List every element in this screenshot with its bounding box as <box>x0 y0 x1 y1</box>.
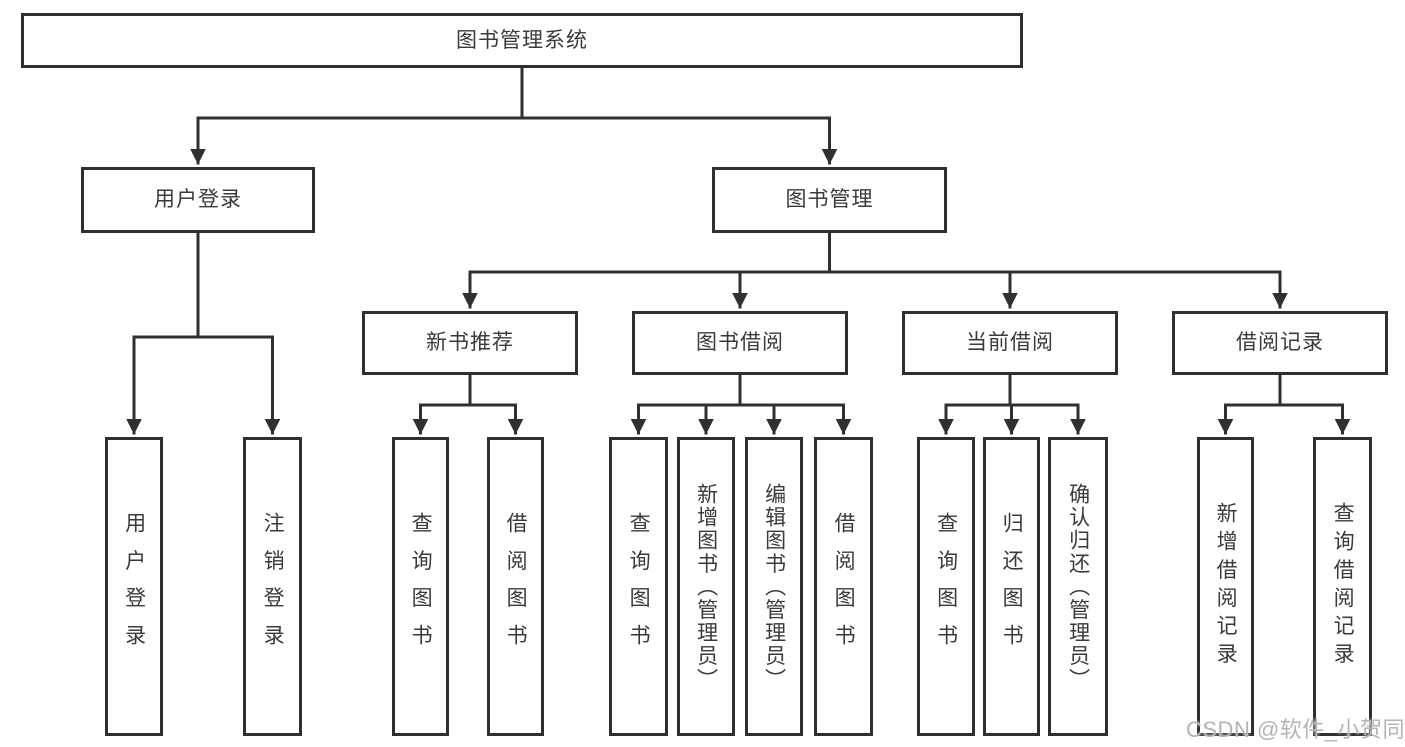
node-bor-query: 查询图书 <box>609 437 668 736</box>
node-label: 新增借阅记录 <box>1214 502 1238 671</box>
node-label: 查询图书 <box>627 511 651 662</box>
node-label: 借阅记录 <box>1236 331 1324 355</box>
node-login: 用户登录 <box>81 167 315 233</box>
node-login-do: 用户登录 <box>105 437 163 736</box>
node-bor-borrow: 借阅图书 <box>814 437 873 736</box>
node-label: 用户登录 <box>122 511 146 662</box>
node-cur-confirm: 确认归还（管理员） <box>1048 437 1108 736</box>
node-label: 编辑图书（管理员） <box>762 482 786 691</box>
node-rec-query-record: 查询借阅记录 <box>1313 437 1372 736</box>
node-records: 借阅记录 <box>1172 311 1388 375</box>
node-rec-query: 查询图书 <box>392 437 449 736</box>
node-rec-add-record: 新增借阅记录 <box>1197 437 1254 736</box>
node-label: 确认归还（管理员） <box>1066 482 1090 691</box>
node-label: 注销登录 <box>261 511 285 662</box>
watermark: CSDN @软件_小贺同学 <box>1186 717 1405 742</box>
node-borrow: 图书借阅 <box>632 311 848 375</box>
node-root: 图书管理系统 <box>21 13 1023 68</box>
node-label: 归还图书 <box>1000 511 1024 662</box>
node-bor-edit: 编辑图书（管理员） <box>745 437 803 736</box>
node-label: 图书借阅 <box>696 331 784 355</box>
node-bor-add: 新增图书（管理员） <box>677 437 735 736</box>
node-logout: 注销登录 <box>243 437 302 736</box>
node-label: 借阅图书 <box>832 511 856 662</box>
node-current: 当前借阅 <box>902 311 1118 375</box>
node-label: 当前借阅 <box>966 331 1054 355</box>
node-manage: 图书管理 <box>712 167 947 233</box>
node-label: 查询借阅记录 <box>1331 502 1355 671</box>
node-label: 查询图书 <box>934 511 958 662</box>
node-label: 借阅图书 <box>504 511 528 662</box>
node-label: 图书管理系统 <box>456 28 588 52</box>
node-cur-query: 查询图书 <box>917 437 975 736</box>
node-label: 查询图书 <box>409 511 433 662</box>
node-rec-borrow: 借阅图书 <box>487 437 544 736</box>
node-label: 图书管理 <box>785 188 874 212</box>
node-label: 新增图书（管理员） <box>694 482 718 691</box>
node-label: 用户登录 <box>154 188 242 212</box>
node-label: 新书推荐 <box>426 331 514 355</box>
node-recommend: 新书推荐 <box>362 311 578 375</box>
node-cur-return: 归还图书 <box>983 437 1040 736</box>
